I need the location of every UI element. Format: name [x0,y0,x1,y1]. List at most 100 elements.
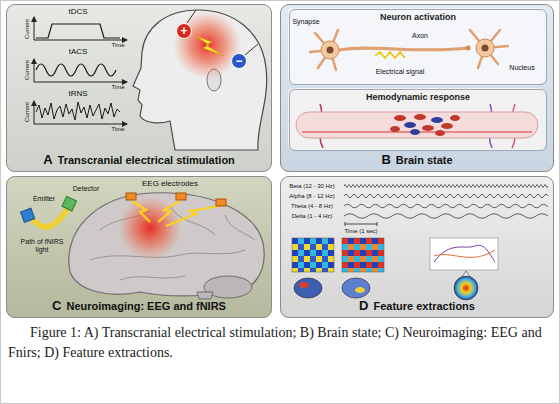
annotation-label: Beta (12 - 30 Hz) [289,183,335,190]
electrode-wire [187,10,258,55]
eeg-electrode [216,199,226,206]
neuron-body [476,39,494,57]
annotation-label: Current [24,19,31,39]
annotation-label: Time (1 sec) [344,228,377,235]
annotation-label: Theta (4 - 8 Hz) [291,203,333,210]
chart-curve [434,250,495,257]
annotation-label: Current [24,60,31,80]
activation-spot [355,287,365,293]
detector-optode [62,196,77,211]
eeg-electrode [176,193,186,200]
annotation-label: Time [111,84,124,91]
plot-axis [34,17,35,40]
blood-cell [404,122,416,128]
panel-fill [280,176,554,318]
annotation-label: EEG electrodes [142,179,198,188]
annotation-label: Synapse [292,18,319,26]
time-scale-bar [345,222,377,226]
neuron-nucleus [482,45,489,52]
activation-glow [118,196,182,260]
annotation-label: tACS [69,47,88,56]
red-blood-cell [414,114,426,120]
eeg-trace [344,182,548,190]
annotation-label: Axon [412,32,428,40]
tacs-waveform [36,64,116,76]
panel-fill [280,4,554,172]
plot-axis [34,82,127,83]
annotation-label: tRNS [68,89,87,98]
signal-bolt [132,201,150,222]
annotation-label: Path of fNIRS light [18,238,66,254]
tdcs-waveform [36,24,120,38]
sub-panel-fill [288,8,546,84]
polarity-sign: − [235,55,242,67]
eeg-trace [344,202,548,210]
annotation-label: Time [111,126,124,133]
dendrites [310,30,338,70]
head-silhouette [133,10,267,150]
trns-waveform [36,102,120,120]
annotation-label: Emitter [33,195,55,203]
neuron-nucleus [327,47,334,54]
panel-fill [6,4,272,172]
electrical-signal [375,52,405,58]
panel-title: Brain state [396,154,453,166]
current-bolt [196,36,224,56]
eeg-electrode [126,193,136,200]
panel-letter: B [381,152,390,167]
panel-title: Transcranial electrical stimulation [58,154,235,166]
synapse-knob [466,46,471,51]
annotation-label: Nucleus [509,64,534,72]
signal-bolt [158,201,180,222]
brain-top-view [342,278,370,298]
annotation-label: Delta (1 - 4 Hz) [292,213,333,220]
emitter-optode [21,208,35,222]
panel-label-row: D Feature extractions [285,298,549,313]
panel-letter: A [43,152,52,167]
annotation-label: tDCS [68,7,87,16]
annotation-label: Current [24,102,31,122]
sub-panel-title: Hemodynamic response [290,90,546,102]
panel-label-row: A Transcranial electrical stimulation [11,152,267,167]
annotation-label: Electrical signal [376,68,425,76]
annotation-label: Time [111,42,124,49]
brainstem [197,292,213,299]
sub-panel: Hemodynamic response [289,89,547,151]
signal-bolt [166,206,220,226]
fnirs-light-path [32,208,68,227]
dendrites [470,30,508,68]
activation-spot [299,282,309,288]
panel-letter: D [359,298,368,313]
red-blood-cell [390,126,400,132]
panel-title: Neuroimaging: EEG and fNIRS [66,300,226,312]
plot-axis [34,59,35,82]
plot-axis [34,40,127,41]
panel-title: Feature extractions [373,300,474,312]
topographic-map [454,276,478,300]
sub-panel-title: Neuron activation [290,10,546,22]
panel-fill [6,176,272,318]
panel-label-row: CNeuroimaging: EEG and fNIRS [11,298,267,313]
eeg-trace [344,192,548,200]
annotation-label: Detector [73,185,99,193]
blood-cell [410,129,420,135]
red-blood-cell [450,115,460,121]
cathode-electrode: − [231,53,247,69]
panel-label-row: B Brain state [285,152,549,167]
line-chart [430,238,498,270]
eeg-trace [344,211,548,221]
red-blood-cell [422,125,434,131]
chart-curve [434,245,495,262]
red-blood-cell [394,115,406,121]
sub-panel-fill [288,88,546,150]
neuron-body [321,41,339,59]
time-frequency-map [292,238,334,272]
red-blood-cell [435,130,445,136]
time-frequency-map [342,238,384,272]
plot-axis [34,124,127,125]
figure-caption: Figure 1: A) Transcranial electrical sti… [8,323,552,364]
polarity-sign: + [180,25,187,37]
stimulation-glow [173,11,241,79]
